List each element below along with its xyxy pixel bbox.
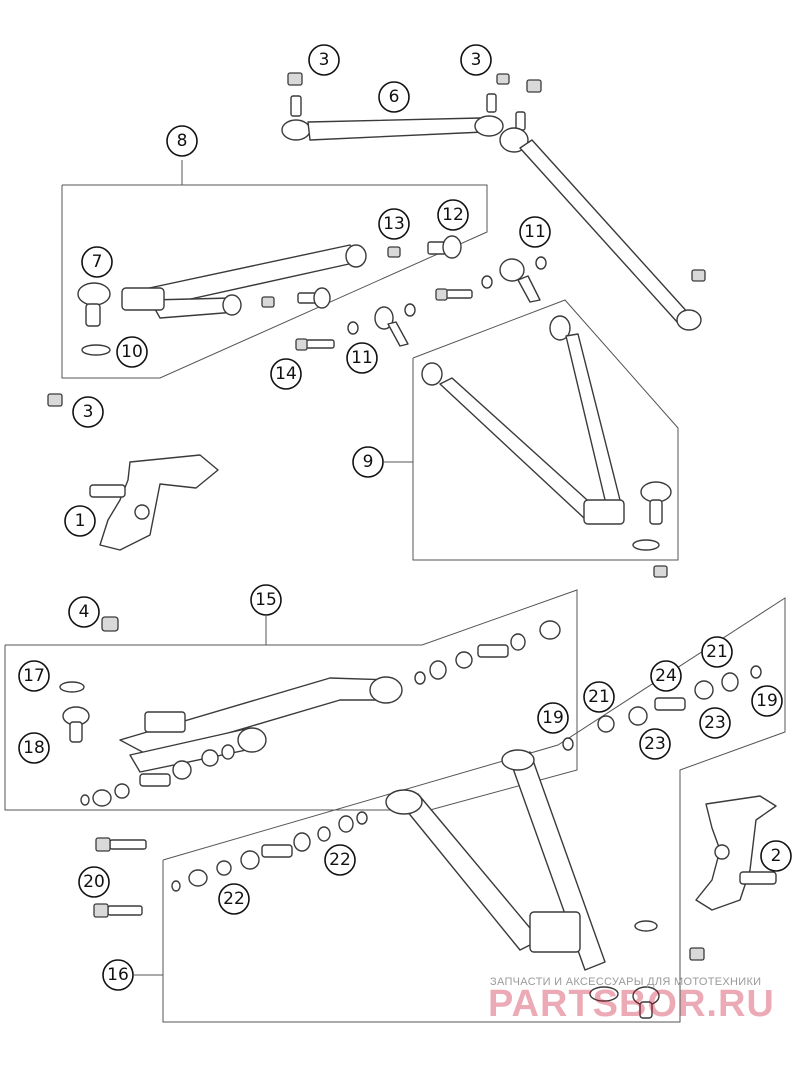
callout-1: 1 [64,505,96,537]
callout-22b-label: 22 [223,889,245,909]
callout-23b-label: 23 [644,734,666,754]
callout-12: 12 [437,199,469,231]
watermark-tagline: ЗАПЧАСТИ И АКСЕССУАРЫ ДЛЯ МОТОТЕХНИКИ [490,976,761,988]
callout-15-label: 15 [255,590,277,610]
lower-a-arm-left [59,616,561,807]
tie-rod-long [496,73,706,331]
callout-17: 17 [18,660,50,692]
upper-a-arm-right [421,315,672,578]
callout-4-label: 4 [79,602,90,622]
callout-24-label: 24 [655,666,677,686]
link-hardware [295,256,547,351]
callout-1-label: 1 [75,511,86,531]
callout-22a-label: 22 [329,850,351,870]
callout-18-label: 18 [23,738,45,758]
callout-3b-label: 3 [471,50,482,70]
callout-8: 8 [166,125,198,157]
callout-11b: 11 [346,342,378,374]
callout-3c-label: 3 [83,402,94,422]
callout-21b: 21 [583,681,615,713]
callout-8-label: 8 [177,131,188,151]
callout-13-label: 13 [383,214,405,234]
callout-2: 2 [760,840,792,872]
lower-a-arm-right [93,665,762,1019]
callout-20: 20 [78,866,110,898]
steering-knuckle-left [47,393,219,551]
callout-9: 9 [352,446,384,478]
callout-7-label: 7 [92,252,103,272]
callout-21b-label: 21 [588,687,610,707]
callout-3c: 3 [72,396,104,428]
callout-23b: 23 [639,728,671,760]
steering-knuckle-right [689,795,777,961]
watermark-brand: PARTSBOR.RU [488,983,775,1025]
callout-10: 10 [116,336,148,368]
callout-18: 18 [18,732,50,764]
watermark: ЗАПЧАСТИ И АКСЕССУАРЫ ДЛЯ МОТОТЕХНИКИ PA… [488,976,775,1025]
tie-rod-short [281,72,504,141]
callout-11b-label: 11 [351,348,373,368]
callout-20-label: 20 [83,872,105,892]
callout-14: 14 [270,358,302,390]
callout-15: 15 [250,584,282,616]
callout-23a-label: 23 [704,713,726,733]
callout-21a: 21 [701,636,733,668]
callout-11a: 11 [519,216,551,248]
callout-6: 6 [378,81,410,113]
callout-9-label: 9 [363,452,374,472]
callout-6-label: 6 [389,87,400,107]
callout-7: 7 [81,246,113,278]
callout-12-label: 12 [442,205,464,225]
callout-19b-label: 19 [542,708,564,728]
callout-3b: 3 [460,44,492,76]
callout-17-label: 17 [23,666,45,686]
callout-3a-label: 3 [319,50,330,70]
callout-19a-label: 19 [756,691,778,711]
callout-11a-label: 11 [524,222,546,242]
callout-2-label: 2 [771,846,782,866]
callout-22b: 22 [218,883,250,915]
group-outline-9 [384,299,679,561]
callout-16-label: 16 [107,965,129,985]
callout-13: 13 [378,208,410,240]
group-outline-16 [134,597,786,1023]
callout-16: 16 [102,959,134,991]
callout-4: 4 [68,596,100,628]
group-outline-15 [4,589,578,811]
callout-10-label: 10 [121,342,143,362]
callout-23a: 23 [699,707,731,739]
callout-24: 24 [650,660,682,692]
callout-22a: 22 [324,844,356,876]
callout-3a: 3 [308,44,340,76]
callout-19b: 19 [537,702,569,734]
callout-19a: 19 [751,685,783,717]
callout-21a-label: 21 [706,642,728,662]
callout-14-label: 14 [275,364,297,384]
upper-a-arm [77,235,462,356]
